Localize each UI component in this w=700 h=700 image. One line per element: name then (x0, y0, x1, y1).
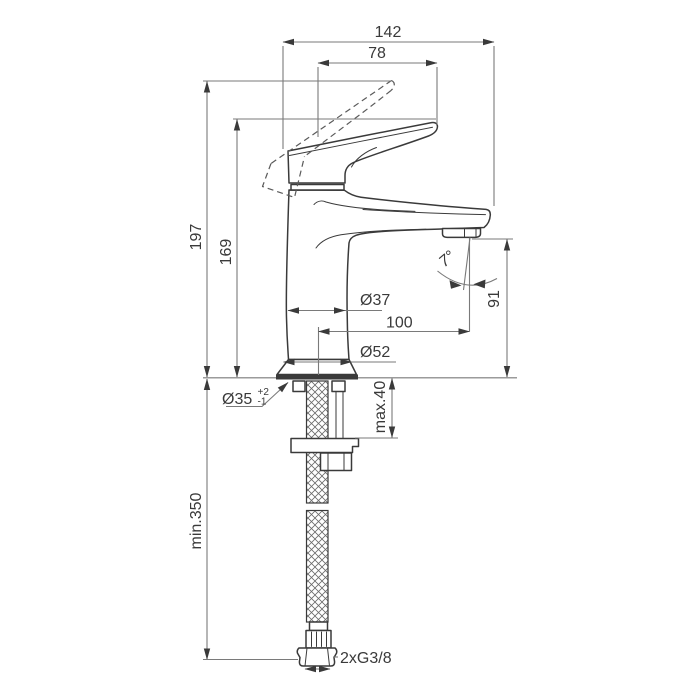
dimension-hose-length-min350: min.350 (188, 378, 298, 661)
dimension-connection-thread: 2xG3/8 (304, 650, 392, 673)
dimension-spout-height-91: 91 (472, 238, 513, 378)
dim-label-min350: min.350 (188, 492, 205, 549)
angle-arrow-right (473, 279, 486, 289)
dim-label-169: 169 (218, 239, 235, 266)
flange-base-band (276, 374, 358, 380)
dimension-height-169: 169 (218, 118, 436, 378)
dimension-hole-diameter-35: Ø35 +2 -1 (222, 382, 289, 408)
dimension-handle-width-78: 78 (317, 45, 438, 137)
angle-arrow-left (449, 280, 462, 289)
dim-label-o35-tol-minus: -1 (258, 397, 267, 408)
dim-label-100: 100 (386, 315, 413, 332)
dim-label-142: 142 (375, 24, 402, 41)
faucet-handle (287, 121, 439, 184)
cartridge-collar (290, 183, 345, 191)
faucet-handle-raised-dashed (261, 79, 395, 199)
hose-end-fitting (296, 621, 338, 667)
dimension-base-diameter-52: Ø52 (283, 344, 396, 366)
mounting-plate (290, 437, 360, 454)
dimension-spout-angle-7deg: 7° (436, 237, 498, 291)
dim-label-2xg38: 2xG3/8 (340, 650, 392, 667)
dim-label-197: 197 (188, 224, 205, 251)
dimension-deck-thickness-max40: max.40 (355, 378, 398, 439)
dim-label-o52: Ø52 (360, 344, 390, 361)
threaded-mounting-rod (292, 380, 346, 453)
mounting-nut (319, 452, 353, 472)
dim-label-o35-tol-plus: +2 (258, 387, 270, 398)
dimension-overall-width-142: 142 (282, 24, 495, 206)
dimension-height-197: 197 (188, 80, 391, 378)
dim-label-o35: Ø35 (222, 391, 252, 408)
faucet-body-and-spout (285, 189, 492, 361)
dim-label-o37: Ø37 (360, 292, 390, 309)
spout-aerator (441, 227, 482, 239)
supply-hose (305, 380, 329, 623)
dim-label-max40: max.40 (372, 381, 389, 434)
dimension-body-diameter-37: Ø37 (287, 292, 390, 314)
dim-label-91: 91 (486, 290, 503, 308)
dim-label-7deg: 7° (436, 248, 459, 271)
dim-label-78: 78 (368, 45, 386, 62)
